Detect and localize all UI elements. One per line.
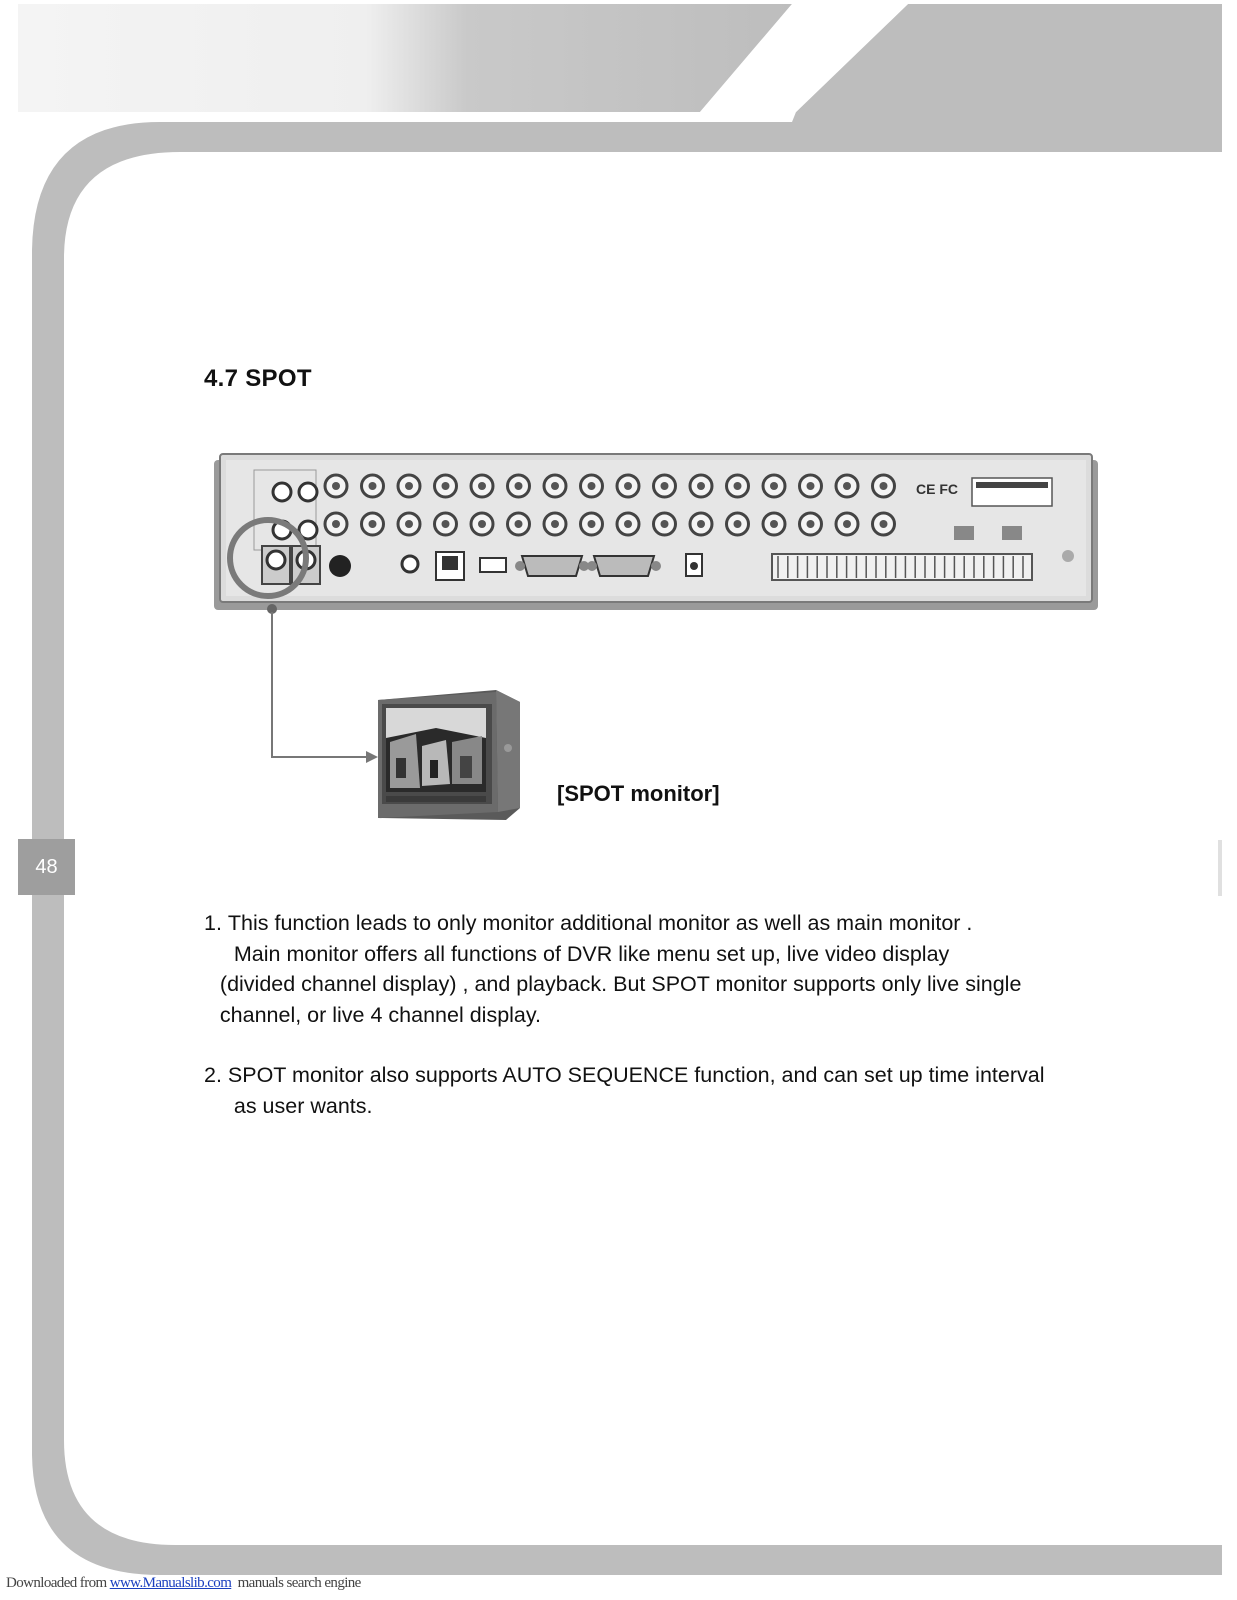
dvr-rear-panel-image: CE FC	[214, 453, 1098, 610]
svg-text:CE FC: CE FC	[916, 481, 958, 497]
bnc-connector-pin	[770, 482, 778, 490]
footer-prefix: Downloaded from	[6, 1575, 110, 1591]
bnc-connector-pin	[843, 520, 851, 528]
spot-monitor-image	[378, 690, 520, 820]
bnc-connector-pin	[405, 520, 413, 528]
bnc-connector-pin	[733, 520, 742, 528]
section-heading: 4.7 SPOT	[204, 365, 312, 392]
bnc-connector-pin	[332, 520, 340, 528]
text-line: SPOT monitor also supports AUTO SEQUENCE…	[227, 1063, 1045, 1087]
bnc-connector-pin	[879, 520, 888, 528]
text-line: This function leads to only monitor addi…	[227, 911, 973, 935]
list-item-number: 1.	[204, 911, 228, 935]
bnc-connector-pin	[478, 520, 486, 528]
bnc-connector-pin	[551, 482, 559, 490]
bnc-connector-pin	[697, 520, 705, 528]
bnc-connector-pin	[770, 520, 778, 528]
body-text: 1. This function leads to only monitor a…	[204, 908, 1134, 1151]
text-line: channel, or live 4 channel display.	[219, 1002, 542, 1027]
bnc-connector-pin	[332, 482, 340, 490]
bnc-connector-pin	[733, 482, 742, 490]
bnc-connector-pin	[514, 482, 523, 490]
bnc-connector-pin	[587, 520, 596, 528]
bnc-connector-pin	[405, 482, 413, 490]
bnc-connector-pin	[441, 520, 450, 528]
bnc-connector-pin	[478, 482, 486, 490]
footer-suffix: manuals search engine	[231, 1575, 362, 1591]
page-number-tab: 48	[18, 839, 75, 895]
bnc-connector-pin	[806, 520, 815, 528]
bnc-connector-pin	[660, 520, 669, 528]
bnc-connector-pin	[660, 482, 669, 490]
list-item-text: SPOT monitor also supports AUTO SEQUENCE…	[228, 1060, 1134, 1121]
text-line: Main monitor offers all functions of DVR…	[227, 941, 950, 966]
list-item: 1. This function leads to only monitor a…	[204, 908, 1134, 1030]
text-line: (divided channel display) , and playback…	[219, 972, 1022, 996]
bnc-connector-pin	[879, 482, 888, 490]
bnc-connector-pin	[551, 520, 559, 528]
bnc-connector-pin	[806, 482, 815, 490]
bnc-connector-pin	[514, 520, 523, 528]
text-line: as user wants.	[227, 1093, 373, 1118]
bnc-connector-pin	[368, 520, 377, 528]
bnc-connector-pin	[843, 482, 851, 490]
list-item-text: This function leads to only monitor addi…	[220, 908, 1134, 1030]
figure-caption: [SPOT monitor]	[557, 781, 720, 806]
bnc-connector-pin	[624, 482, 632, 490]
bnc-connector-pin	[441, 482, 450, 490]
list-item-number: 2.	[204, 1063, 228, 1087]
download-footer: Downloaded from www.Manualslib.com manua…	[6, 1575, 361, 1592]
bnc-connector-pin	[697, 482, 705, 490]
bnc-connector-pin	[368, 482, 377, 490]
bnc-connector-pin	[587, 482, 596, 490]
bnc-connector-pin	[624, 520, 632, 528]
manualslib-link[interactable]: www.Manualslib.com	[109, 1575, 232, 1591]
list-item: 2. SPOT monitor also supports AUTO SEQUE…	[204, 1060, 1134, 1121]
